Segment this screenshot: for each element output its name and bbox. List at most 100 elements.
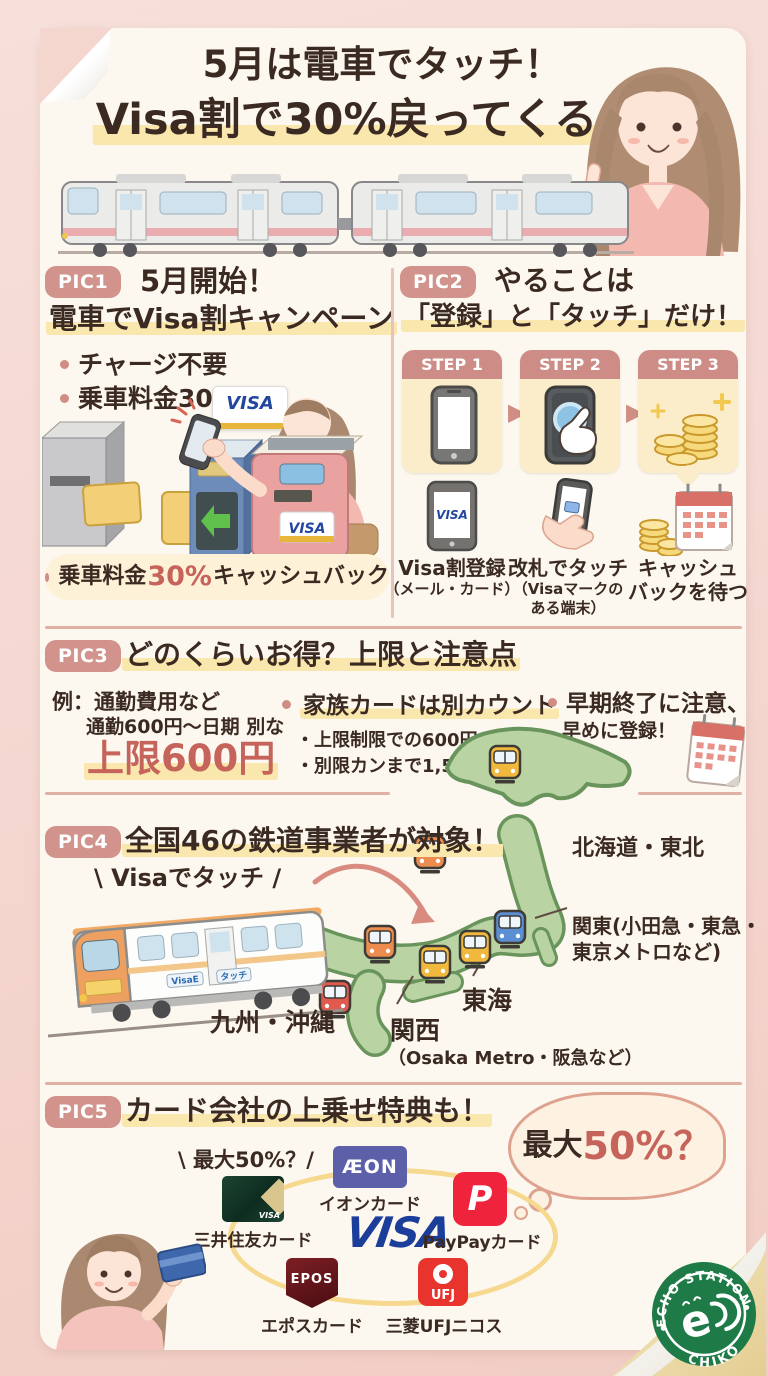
- train-marker-kanto-icon: [495, 911, 525, 949]
- pic1-footer-pill: 乗車料金 30% キャッシュバック: [45, 554, 389, 600]
- pic3-caution-line2: 早めに登録！: [562, 720, 677, 742]
- phone-visa-icon: VISA: [426, 480, 478, 552]
- smbc-card-logo: VISA: [222, 1176, 284, 1222]
- woman-card-illustration: [56, 1233, 206, 1350]
- train-header-illustration: [58, 174, 634, 257]
- pic1-title-line1: 5月開始！: [140, 264, 277, 298]
- bubble-accent: 50%？: [582, 1123, 712, 1168]
- pic1-bullet2: 乗車料金30%: [78, 384, 238, 413]
- step1-caption-line2: （メール・カード）: [384, 580, 520, 598]
- column-divider: [391, 268, 394, 618]
- epos-logo-text: EPOS: [290, 1271, 334, 1287]
- ufj-label: 三菱UFJニコス: [385, 1317, 503, 1337]
- pic2-title-line2: 「登録」と「タッチ」だけ！: [401, 302, 746, 332]
- pic1-title-line2: 電車でVisa割キャンペーン: [46, 302, 397, 335]
- bubble-pre: 最大: [522, 1127, 583, 1163]
- phone-visa-text: VISA: [436, 508, 468, 522]
- pic3-example-line1: 例：通勤費用など: [52, 690, 220, 714]
- aeon-logo: ÆON: [333, 1146, 407, 1188]
- header-title-line2: Visa割で30%戻ってくる！: [92, 95, 644, 145]
- gate-visa-text: VISA: [289, 521, 326, 537]
- coins-icon: [650, 393, 731, 466]
- pic2-title-line1: やることは: [494, 264, 635, 297]
- smbc-card-visa-mark: VISA: [258, 1211, 280, 1220]
- epos-label: エポスカード: [261, 1317, 363, 1337]
- pic3-family-bullet1: ・上限制限での600円: [296, 730, 478, 751]
- pic4-title: 全国46の鉄道事業者が対象！: [122, 824, 503, 857]
- section-divider: [45, 626, 742, 629]
- step3-caption-line1: キャッシュ: [638, 556, 738, 580]
- smbc-label: 三井住友カード: [193, 1231, 313, 1251]
- step1-card: STEP 1: [402, 350, 502, 473]
- tap-terminal-icon: [544, 385, 597, 465]
- paypay-label: PayPayカード: [422, 1233, 542, 1253]
- step2-card: STEP 2: [520, 350, 620, 473]
- train-side-label2: タッチ: [220, 969, 248, 983]
- visa-card-gold-stripe: [213, 423, 287, 429]
- section-divider: [45, 1082, 742, 1085]
- smbc-card-gold-corner: [260, 1178, 284, 1216]
- train-side-label1: VisaE: [171, 975, 199, 987]
- pic5-badge: PIC5: [45, 1096, 122, 1128]
- section-divider: [45, 792, 390, 795]
- region-kansai-sub: （Osaka Metro・阪急など）: [388, 1048, 643, 1069]
- step2-caption-line3: ある端末）: [530, 599, 606, 617]
- bullet-dot-icon: [548, 698, 557, 707]
- ufj-logo-ring: [433, 1264, 453, 1284]
- train-marker-hokkaido-icon: [490, 746, 520, 784]
- speech-bubble: 最大 50%？: [508, 1092, 726, 1200]
- step3-label: STEP 3: [638, 350, 738, 379]
- pic5-title: カード会社の上乗せ特典も！: [122, 1094, 493, 1127]
- pic3-caution-line1: 早期終了に注意、: [566, 691, 750, 717]
- calendar-icon: [686, 714, 746, 787]
- pic4-badge: PIC4: [45, 826, 122, 858]
- step2-caption-line1: 改札でタッチ: [508, 556, 628, 580]
- train-marker-kansai-icon: [420, 946, 450, 984]
- visa-train-illustration: VisaE タッチ: [48, 907, 344, 1038]
- step2-label: STEP 2: [520, 350, 620, 379]
- train-marker-chugoku-icon: [365, 926, 395, 964]
- visa-card-text: VISA: [226, 393, 274, 414]
- pic5-tag: \ 最大50%？/: [178, 1148, 314, 1172]
- bullet-dot-icon: [45, 572, 50, 582]
- japan-map-illustration: [297, 726, 632, 1057]
- ufj-logo: UFJ: [418, 1258, 468, 1306]
- pic1-footer-pre: 乗車料金: [58, 563, 147, 589]
- region-kansai: 関西: [390, 1016, 441, 1045]
- pic1-bullet1: チャージ不要: [78, 350, 228, 379]
- region-hokkaido-tohoku: 北海道・東北: [572, 836, 705, 861]
- train-marker-tokai-icon: [460, 931, 490, 969]
- ufj-logo-text: UFJ: [430, 1288, 456, 1303]
- pic4-tag: \ Visaでタッチ /: [94, 864, 282, 892]
- visa-card-badge: VISA: [212, 386, 288, 430]
- bullet-dot-icon: [60, 360, 69, 369]
- ticket-gate-illustration: VISA: [42, 398, 379, 558]
- pic3-example-line2: 通勤600円～日期 別な: [86, 716, 285, 738]
- pic3-badge: PIC3: [45, 640, 122, 672]
- bullet-dot-icon: [282, 700, 291, 709]
- echo-station-stamp: ECHO STATION CHIKO e: [648, 1258, 756, 1370]
- aeon-label: イオンカード: [319, 1195, 421, 1215]
- phone-icon: [430, 385, 478, 465]
- paypay-logo-text: P: [467, 1179, 493, 1219]
- step3-caption-line2: バックを待つ: [628, 580, 748, 604]
- pic1-footer-accent: 30%: [147, 560, 212, 592]
- step3-card: STEP 3: [638, 350, 738, 488]
- region-kanto-line1: 関東(小田急・東急・: [572, 914, 762, 938]
- pic1-badge: PIC1: [45, 266, 122, 298]
- coins-calendar-icon: [639, 483, 733, 556]
- pic1-footer-post: キャッシュバック: [212, 563, 389, 589]
- pic3-title: どのくらいお得？上限と注意点: [122, 638, 521, 671]
- step1-label: STEP 1: [402, 350, 502, 379]
- pic3-family-title: 家族カードは別カウント: [300, 693, 559, 719]
- section-divider: [638, 792, 742, 795]
- paypay-logo: P: [453, 1172, 507, 1226]
- aeon-logo-text: ÆON: [342, 1156, 398, 1178]
- region-kyushu-okinawa: 九州・沖縄: [210, 1008, 336, 1037]
- region-tokai: 東海: [462, 986, 513, 1015]
- header-title-line1: 5月は電車でタッチ！: [202, 43, 562, 86]
- pic2-badge: PIC2: [400, 266, 477, 298]
- bullet-dot-icon: [60, 394, 69, 403]
- pic3-limit: 上限600円: [84, 737, 279, 780]
